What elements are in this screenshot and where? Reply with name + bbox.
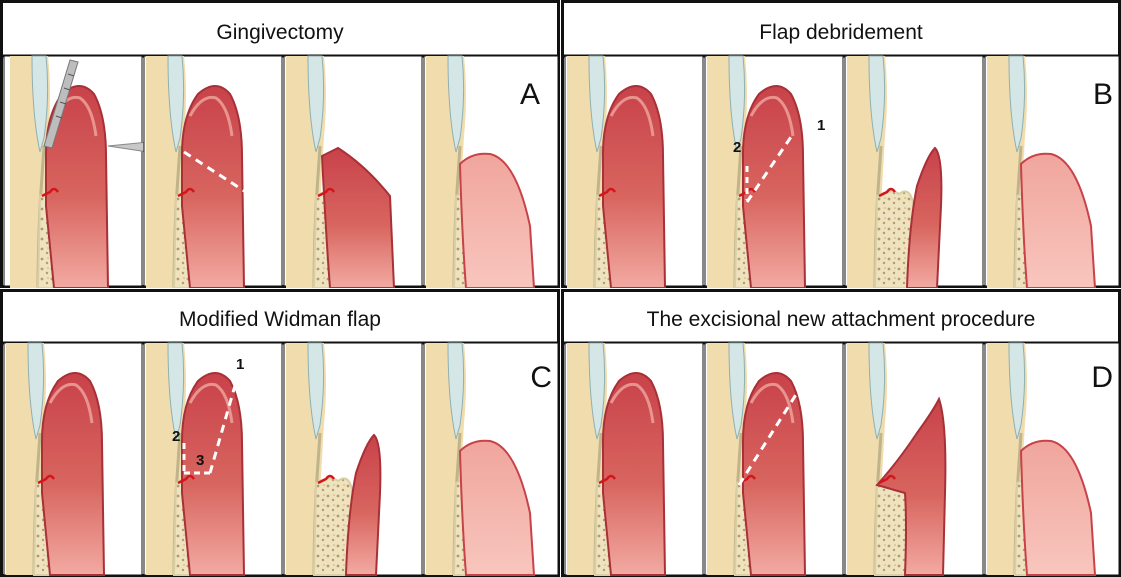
panel-excisional-new-attachment: The excisional new attachment procedure … [561,289,1121,577]
sub-frame-3 [845,343,983,575]
incision-number-1: 1 [817,117,825,134]
sub-frame-3 [845,56,983,288]
sub-frame-1 [4,343,142,575]
sub-frame-2 [705,343,843,575]
sub-frame-2 [144,56,282,288]
incision-number-2: 2 [172,428,180,445]
panel-letter: B [1093,78,1113,111]
panel-gingivectomy: Gingivectomy [0,0,560,288]
panel-title: The excisional new attachment procedure [647,308,1036,331]
incision-number-1: 1 [236,356,244,373]
incision-number-2: 2 [733,139,741,156]
panel-letter: A [520,78,540,111]
sub-frame-2: 1 2 3 [144,343,282,575]
sub-frame-1 [565,343,703,575]
sub-frame-3 [284,343,422,575]
panel-letter: D [1091,361,1113,394]
incision-number-3: 3 [196,452,204,469]
panel-letter: C [530,361,552,394]
panel-title: Flap debridement [759,21,923,44]
sub-frame-1 [565,56,703,288]
panel-title: Modified Widman flap [179,308,381,331]
sub-frame-2: 1 2 [705,56,843,288]
sub-frame-1 [4,56,148,288]
panel-title: Gingivectomy [216,21,344,44]
sub-frame-3 [284,56,422,288]
panel-flap-debridement: Flap debridement 1 2 B [561,0,1121,288]
panel-modified-widman-flap: Modified Widman flap 1 2 3 C [0,289,560,577]
